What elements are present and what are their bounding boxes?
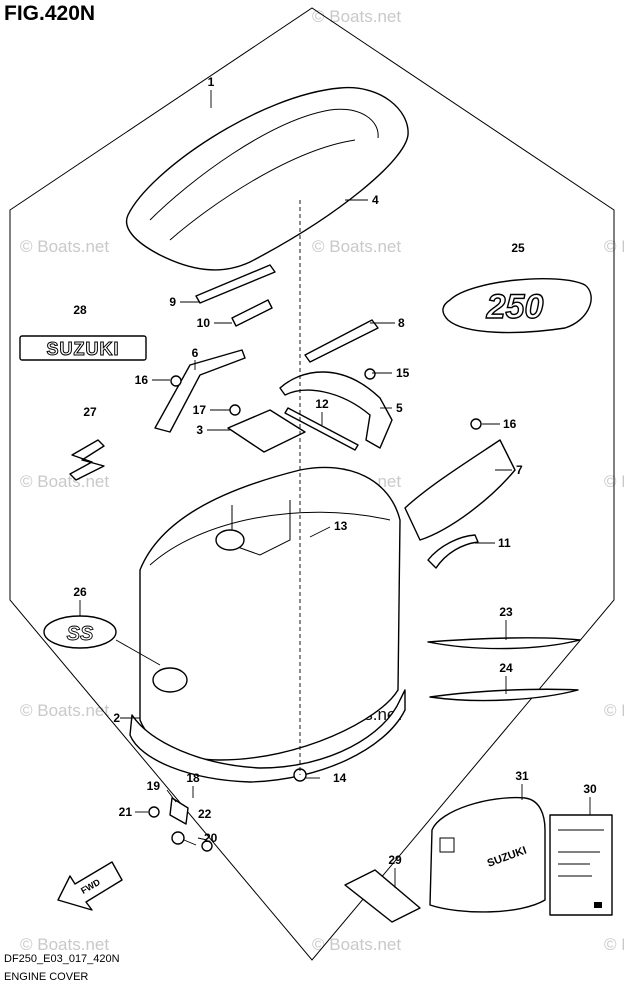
- callout-28: 28: [73, 303, 87, 317]
- callout-22: 22: [198, 807, 212, 821]
- emblem-part: SS: [43, 615, 117, 649]
- callout-14: 14: [333, 771, 347, 785]
- callout-9: 9: [169, 295, 176, 309]
- callout-15: 15: [396, 366, 410, 380]
- bracket-part: [227, 409, 306, 453]
- stripe-lower-part: [429, 688, 579, 702]
- model-decal-text: 250: [486, 288, 544, 326]
- callout-10: 10: [197, 316, 211, 330]
- emblem-text: SS: [67, 623, 94, 645]
- assembly-frame: [9, 7, 615, 961]
- callout-16: 16: [135, 373, 149, 387]
- watermark: © Boats.net: [604, 935, 624, 954]
- callout-7: 7: [516, 463, 523, 477]
- callout-8: 8: [398, 316, 405, 330]
- forward-arrow-icon: FWD: [57, 861, 123, 911]
- tool-bag-part: [344, 869, 421, 923]
- callout-1: 1: [208, 75, 215, 89]
- rod-part: [284, 407, 359, 451]
- callout-31: 31: [515, 769, 529, 783]
- callout-30: 30: [583, 782, 597, 796]
- strip-parts: [195, 264, 479, 569]
- model-decal-part: 250: [442, 278, 592, 334]
- callout-6: 6: [192, 346, 199, 360]
- callout-4: 4: [372, 193, 379, 207]
- callout-25: 25: [511, 241, 525, 255]
- callout-2: 2: [113, 711, 120, 725]
- callout-29: 29: [388, 853, 402, 867]
- watermark: © Boats.net: [312, 237, 401, 256]
- watermark: © Boats.net: [312, 7, 401, 26]
- right-vent-part: [404, 439, 516, 541]
- callout-19: 19: [147, 779, 161, 793]
- left-vent-part: [154, 349, 246, 433]
- callout-13: 13: [334, 519, 348, 533]
- watermark: © Boats.net: [20, 237, 109, 256]
- callout-12: 12: [315, 397, 329, 411]
- cover-bag-part: SUZUKI: [429, 796, 546, 913]
- stripe-upper-part: [427, 637, 581, 650]
- watermark: © Boats.net: [20, 701, 109, 720]
- callout-26: 26: [73, 585, 87, 599]
- watermark: © Boats.net: [604, 701, 624, 720]
- callout-labels: 1 2 3 4 5 6 7 8 9 10 11 12 13 14 15 16 1…: [73, 75, 597, 867]
- callout-24: 24: [499, 661, 513, 675]
- watermark: © Boats.net: [20, 472, 109, 491]
- lower-cover-part: [129, 466, 406, 783]
- rear-panel-part: [279, 371, 393, 449]
- brand-decal-text: SUZUKI: [47, 339, 120, 359]
- callout-16b: 16: [503, 417, 517, 431]
- brand-decal-part: SUZUKI: [19, 335, 147, 361]
- callout-5: 5: [396, 401, 403, 415]
- manual-part: [549, 814, 613, 916]
- diagram-caption: ENGINE COVER: [4, 971, 88, 983]
- watermark: © Boats.net: [312, 935, 401, 954]
- figure-title: FIG.420N: [4, 2, 95, 25]
- callout-20: 20: [204, 831, 218, 845]
- callout-21: 21: [119, 805, 133, 819]
- callout-17: 17: [193, 403, 207, 417]
- callout-11: 11: [498, 536, 511, 550]
- s-logo-part: [69, 439, 105, 481]
- callout-18: 18: [186, 771, 200, 785]
- callout-27: 27: [83, 405, 97, 419]
- callout-3: 3: [196, 423, 203, 437]
- watermark: © Boats.net: [20, 935, 109, 954]
- top-cover-part: [125, 86, 409, 271]
- callout-23: 23: [499, 605, 513, 619]
- diagram-code: DF250_E03_017_420N: [4, 953, 120, 965]
- leader-lines: [79, 90, 591, 888]
